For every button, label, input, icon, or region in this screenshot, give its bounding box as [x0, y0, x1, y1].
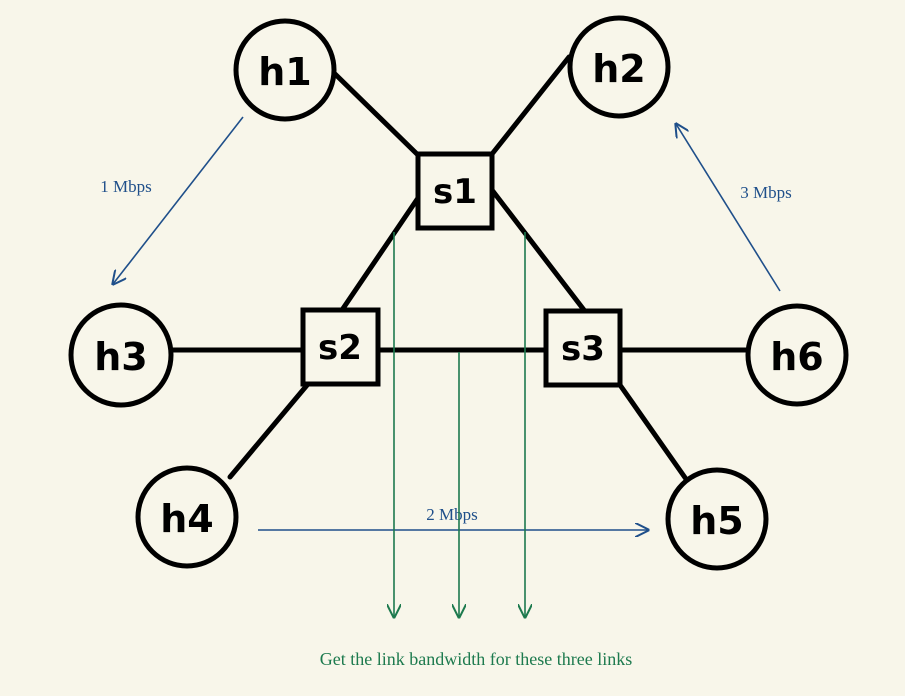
- link-s1-s3: [489, 187, 587, 313]
- flow-arrows: [113, 116, 781, 530]
- host-h4: h4: [135, 465, 239, 569]
- host-h1: h1: [233, 18, 337, 122]
- host-h2-label: h2: [592, 47, 646, 91]
- measure-arrows: [394, 232, 525, 617]
- host-h3-label: h3: [94, 335, 148, 379]
- host-h2: h2: [567, 15, 671, 119]
- host-h6: h6: [745, 303, 849, 407]
- host-h4-label: h4: [160, 497, 214, 541]
- switch-s3-label: s3: [561, 329, 605, 369]
- caption: Get the link bandwidth for these three l…: [320, 649, 632, 669]
- host-h6-label: h6: [770, 335, 824, 379]
- link-h2-s1: [489, 54, 572, 157]
- flow-label-2mbps: 2 Mbps: [426, 505, 477, 524]
- switch-s3: s3: [543, 308, 623, 388]
- host-h3: h3: [68, 302, 174, 408]
- link-s2-h4: [227, 381, 311, 480]
- link-h1-s1: [330, 69, 421, 158]
- switch-s2-label: s2: [318, 328, 362, 368]
- link-s1-s2: [339, 195, 421, 313]
- flow-label-1mbps: 1 Mbps: [100, 177, 151, 196]
- links: [169, 54, 751, 482]
- switch-s2: s2: [300, 307, 381, 387]
- host-h5-label: h5: [690, 499, 744, 543]
- flow-arrow-h6-h2: [676, 124, 781, 292]
- flow-arrow-h1-h3: [113, 116, 244, 284]
- switch-s1-label: s1: [433, 172, 477, 212]
- link-s3-h5: [617, 382, 689, 482]
- flow-label-3mbps: 3 Mbps: [740, 183, 791, 202]
- host-h1-label: h1: [258, 50, 312, 94]
- host-h5: h5: [665, 467, 769, 571]
- switch-s1: s1: [415, 151, 495, 231]
